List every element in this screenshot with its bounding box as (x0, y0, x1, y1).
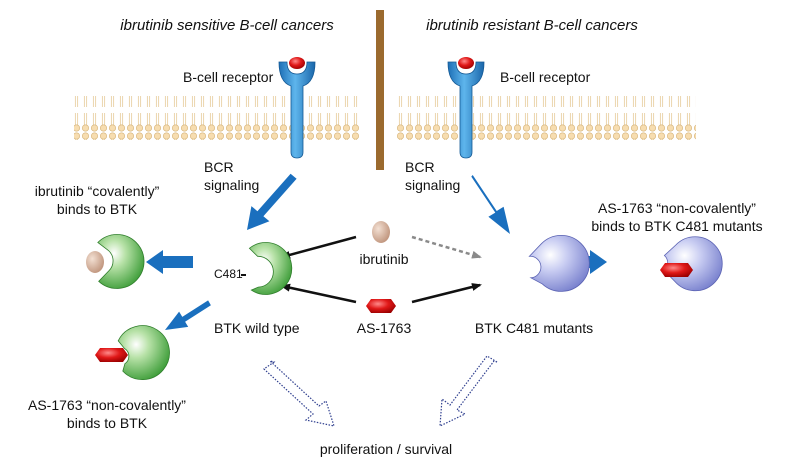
as1763-noncov-mutant-line2: binds to BTK C481 mutants (591, 218, 762, 234)
blue-arrow-bcr-right (471, 175, 510, 234)
btk-mutant-as1763-complex (660, 236, 723, 292)
ibrutinib-molecule (372, 221, 390, 243)
ibrutinib-covalent-line1: ibrutinib “covalently” (35, 183, 160, 199)
ibrutinib-label: ibrutinib (359, 251, 408, 267)
btk-as1763-noncovalent-complex (95, 325, 170, 381)
b-cell-receptor-left (278, 57, 316, 159)
hollow-arrow-left (263, 360, 335, 427)
ibrutinib-covalent-line2: binds to BTK (57, 201, 138, 217)
btk-wild-type-label: BTK wild type (214, 320, 300, 336)
header-right: ibrutinib resistant B-cell cancers (426, 17, 638, 34)
arrow-ibrutinib-to-wt (280, 235, 357, 259)
receptor-label-left: B-cell receptor (183, 69, 274, 85)
as1763-noncov-wt-line2: binds to BTK (67, 415, 148, 431)
bcr-signaling-left-line2: signaling (204, 177, 259, 193)
b-cell-receptor-right (447, 57, 485, 159)
as1763-noncov-wt-line1: AS-1763 “non-covalently” (28, 397, 186, 413)
as1763-noncov-mutant-line1: AS-1763 “non-covalently” (598, 200, 756, 216)
btk-wild-type-enzyme (241, 242, 293, 295)
btk-site-label: C481 (214, 267, 243, 281)
header-left: ibrutinib sensitive B-cell cancers (120, 17, 334, 34)
proliferation-survival-label: proliferation / survival (320, 441, 452, 457)
bcr-signaling-left-line1: BCR (204, 159, 234, 175)
arrow-as1763-to-wt (280, 283, 357, 304)
bcr-signaling-right-line2: signaling (405, 177, 460, 193)
receptor-label-right: B-cell receptor (500, 69, 591, 85)
blue-arrow-bcr-left (247, 173, 297, 230)
membrane-left (74, 96, 360, 140)
btk-ibrutinib-covalent-complex (86, 234, 145, 289)
as1763-label: AS-1763 (357, 320, 412, 336)
blue-arrow-to-noncovalent-wt (165, 300, 211, 330)
btk-mutants-label: BTK C481 mutants (475, 320, 593, 336)
membrane-right (396, 96, 696, 140)
arrow-ibrutinib-to-mutant-dashed (411, 235, 482, 259)
btk-c481-mutant-enzyme (528, 234, 590, 292)
divider-bar (376, 10, 384, 170)
arrow-as1763-to-mutant (411, 283, 482, 304)
bcr-signaling-right-line1: BCR (405, 159, 435, 175)
as1763-molecule (366, 299, 396, 313)
blue-arrow-to-covalent (146, 250, 193, 274)
hollow-arrow-right (439, 355, 498, 427)
